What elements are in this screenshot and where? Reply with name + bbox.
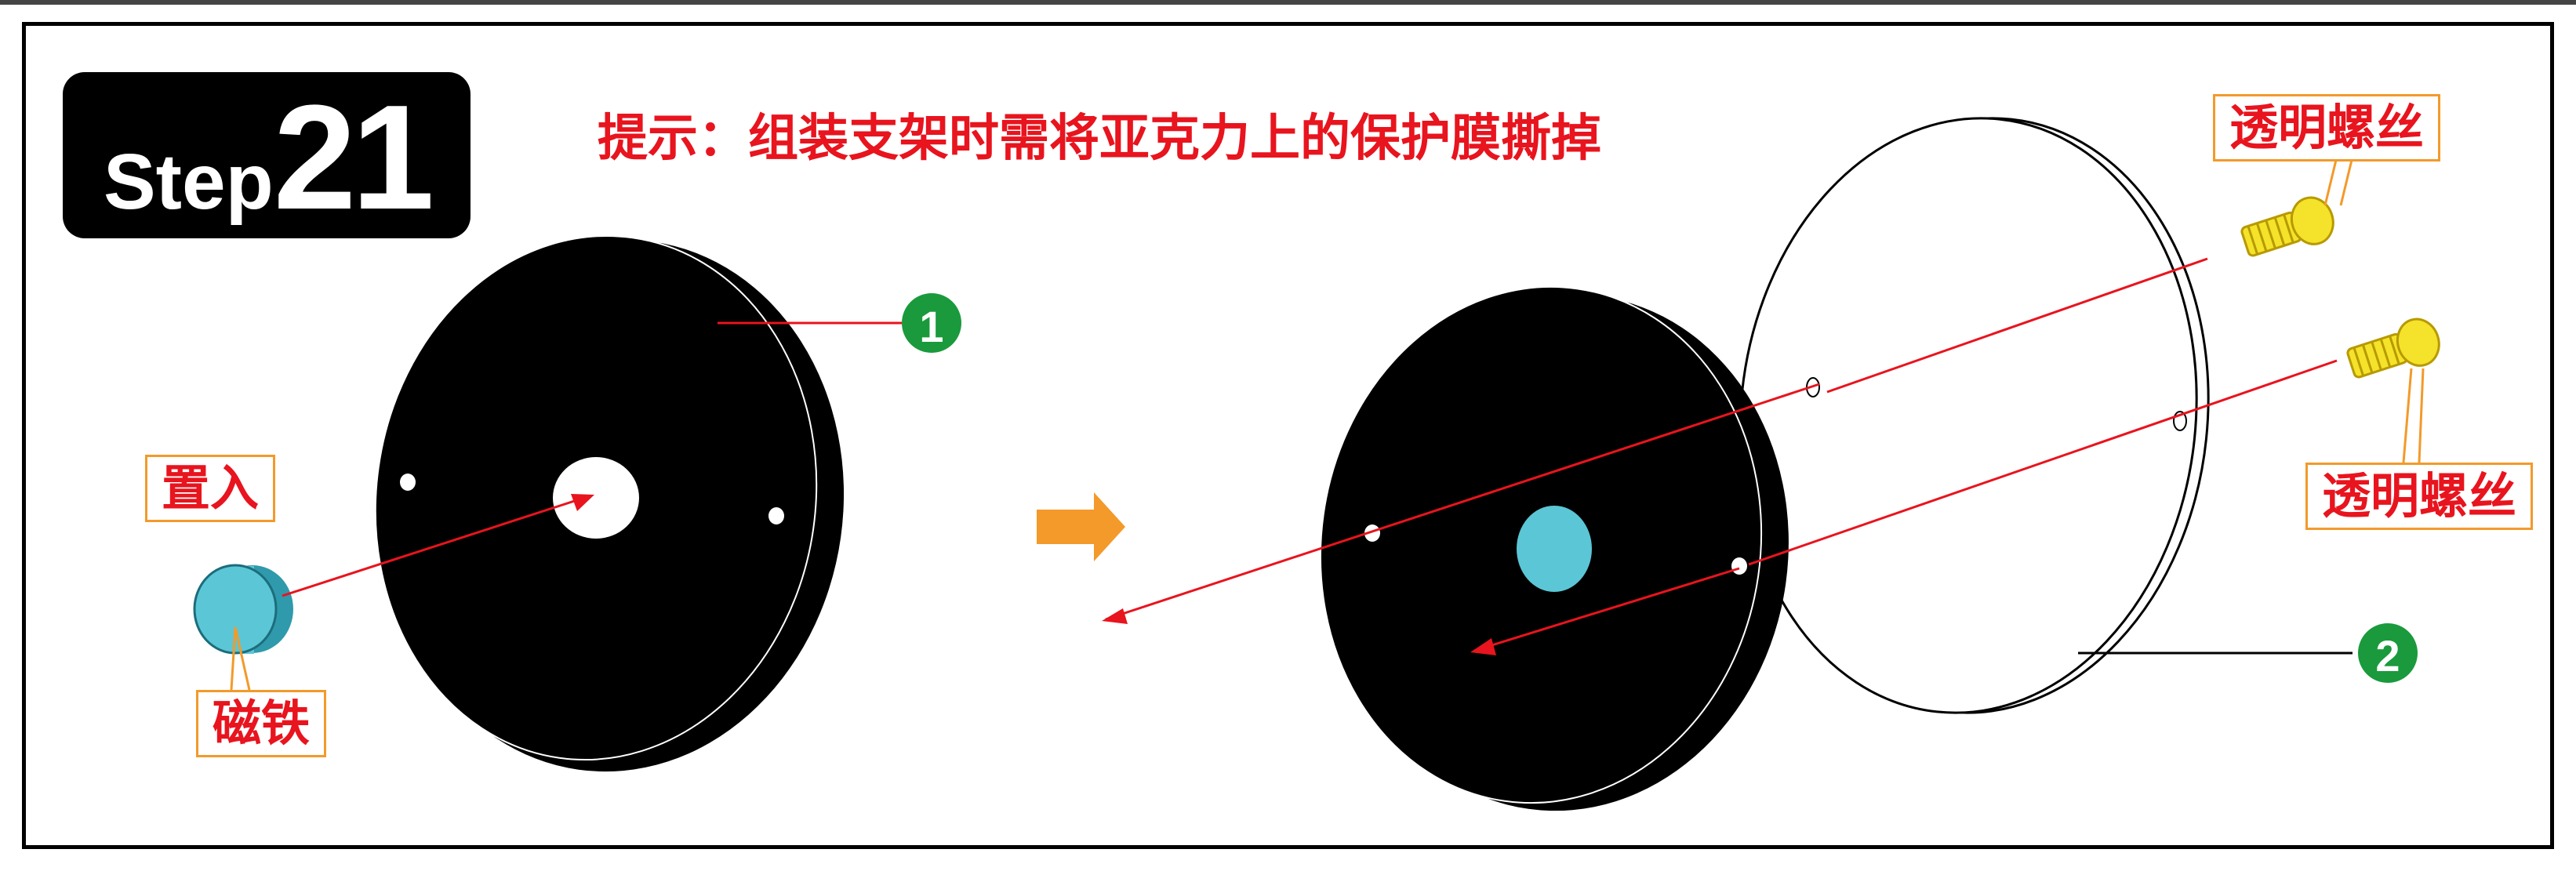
magnet [193,564,293,655]
callout-1-text: 1 [919,302,943,351]
installed-magnet [1517,506,1592,592]
callout-2-circle [2358,623,2418,683]
screw-hole-right [768,507,784,524]
screw-label-bottom: 透明螺丝 [2305,463,2534,531]
screw-label-top: 透明螺丝 [2213,94,2441,162]
top-border [0,0,2576,5]
callout-1-circle [902,293,961,353]
diagram-frame [22,22,2554,849]
step-badge: Step 21 [63,72,471,241]
acrylic-disc [1739,117,2210,714]
callout-2-text: 2 [2375,631,2400,680]
step-word: Step [103,138,274,226]
magnet-label: 磁铁 [196,690,327,758]
base-disc-right [1319,285,1789,811]
base-disc-left [374,234,845,772]
step-number: 21 [273,74,434,241]
insert-label: 置入 [145,455,276,523]
center-hole [553,457,639,539]
screw-hole-left [400,474,416,491]
next-arrow-icon [1037,492,1125,561]
screw-top [2240,196,2334,257]
screw-bottom [2346,318,2440,379]
assembly-tip: 提示：组装支架时需将亚克力上的保护膜撕掉 [598,110,1601,168]
